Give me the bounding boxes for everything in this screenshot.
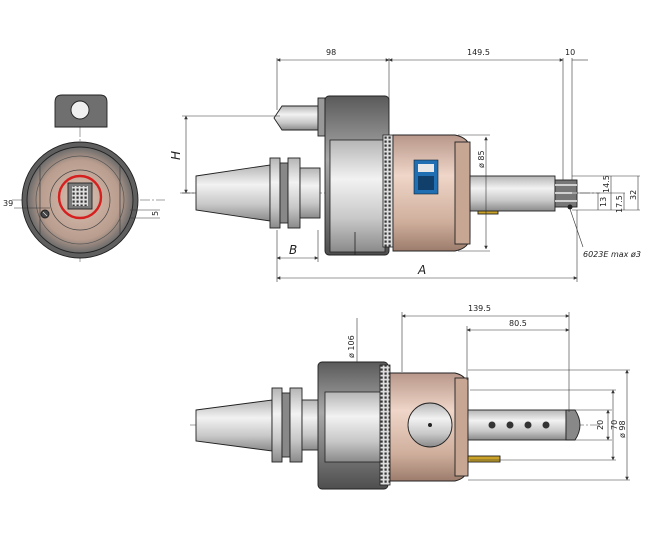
dim-label-98-dia: ø 98 [618,420,627,438]
dim-label-A: A [417,263,426,277]
dim-label-85: ø 85 [477,150,486,168]
boring-bar [469,175,556,212]
taper-shank-2 [195,399,273,452]
taper-shank [195,164,271,222]
gear-ring [382,134,394,248]
dim-label-106: ø 106 [347,335,356,358]
insert-callout: 6023E max ø3 [569,208,641,259]
highlight-ring [57,174,103,220]
gear-ring-2 [379,364,391,486]
dims-right-bottom: 20 70 ø 98 [468,369,630,481]
dim-80-5: 80.5 [466,312,570,412]
dim-A: A [276,210,578,282]
dim-label-149-5: 149.5 [467,48,490,57]
dim-10: 10 [562,48,588,180]
front-dim-39: 39 [3,199,50,209]
dim-B: B [276,230,319,282]
dim-label-98: 98 [326,48,336,57]
dim-H: H [169,115,280,194]
front-dim-5: 5 [130,209,160,219]
insert-note: 6023E max ø3 [583,250,641,259]
dim-label-14-5: 14.5 [602,175,611,193]
dim-98: 98 [276,48,390,110]
dim-label-20: 20 [596,420,605,430]
dim-label-70: 70 [610,420,619,430]
dim-label-5: 5 [151,211,160,216]
dim-label-80-5: 80.5 [509,319,527,328]
dim-label-17-5: 17.5 [615,195,624,213]
dim-label-13: 13 [599,197,608,207]
dim-149-5: 149.5 [388,48,564,100]
dim-139-5: 139.5 [401,304,570,372]
side-view [180,95,600,256]
dim-85: ø 85 [458,134,490,252]
dims-right-stack: 13 14.5 17.5 32 [572,175,640,213]
dim-label-H: H [169,151,183,160]
dim-label-10: 10 [565,48,575,57]
dim-label-39: 39 [3,199,13,208]
dim-label-32: 32 [629,190,638,200]
boring-bar-2 [467,409,567,441]
front-view [12,94,165,262]
dim-106: ø 106 [347,318,358,362]
insert-icon [567,204,573,210]
dim-label-B: B [289,243,297,257]
dim-label-139-5: 139.5 [468,304,491,313]
top-view [190,361,600,490]
